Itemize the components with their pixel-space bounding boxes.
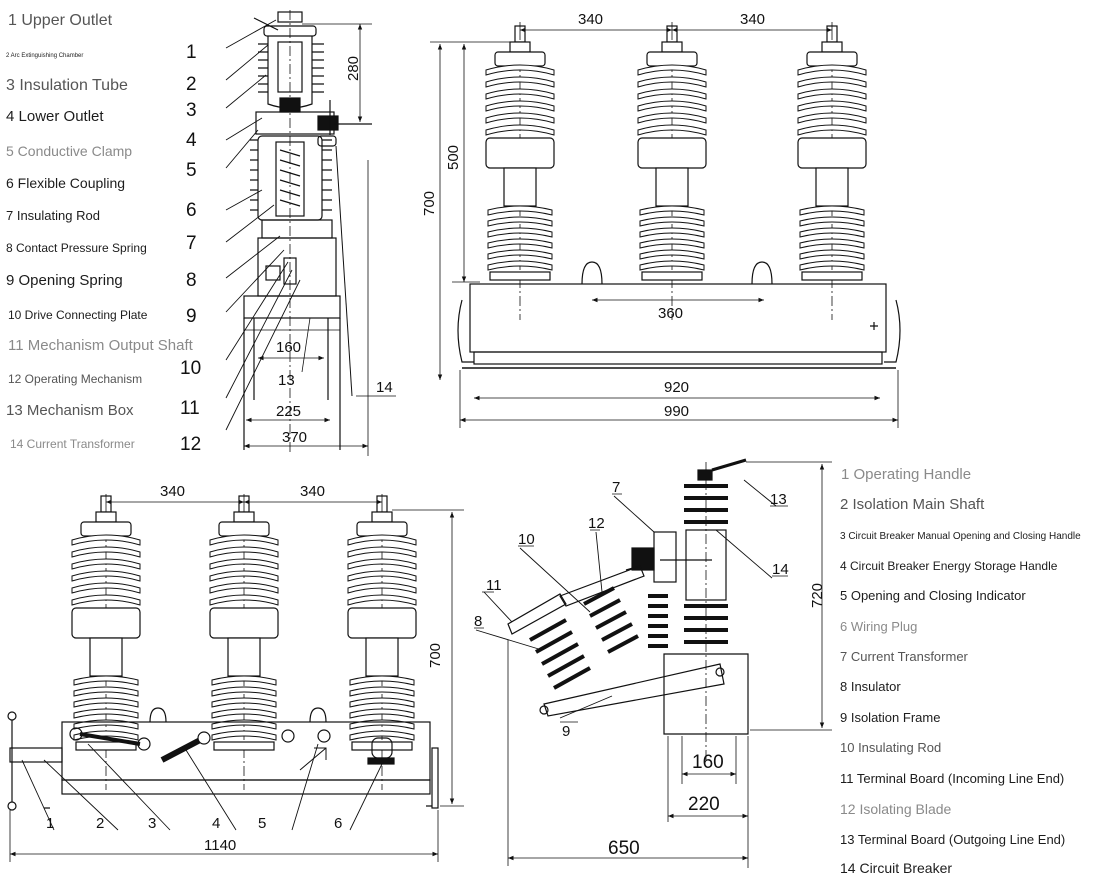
legend-item: 9 Opening Spring xyxy=(6,272,123,289)
legend-item: 1 Upper Outlet xyxy=(8,12,113,29)
callout-label: 12 xyxy=(180,434,201,455)
dim-label: 1140 xyxy=(204,837,236,854)
callout-label: 5 xyxy=(258,815,266,832)
callout-label: 13 xyxy=(278,372,295,389)
legend-item: 13 Mechanism Box xyxy=(6,402,134,419)
dim-label: 280 xyxy=(345,56,362,81)
callout-label: 9 xyxy=(186,306,197,327)
legend-item: 6 Flexible Coupling xyxy=(6,175,126,191)
callout-label: 13 xyxy=(770,491,787,508)
dim-label: 650 xyxy=(608,838,640,859)
callout-label: 4 xyxy=(186,130,197,151)
isometric-view xyxy=(474,458,832,868)
callout-label: 1 xyxy=(186,42,197,63)
legend-item: 8 Contact Pressure Spring xyxy=(6,241,147,255)
dim-label: 220 xyxy=(688,794,720,815)
callout-label: 1 xyxy=(46,815,54,832)
dim-label: 225 xyxy=(276,403,301,420)
dim-label: 160 xyxy=(276,339,301,356)
legend-item: 7 Current Transformer xyxy=(840,649,968,664)
dim-label: 370 xyxy=(282,429,307,446)
dim-label: 340 xyxy=(300,483,325,500)
bottom-front-view xyxy=(7,494,464,862)
dim-label: 360 xyxy=(658,305,683,322)
bottom-front-labels: 1 2 3 4 5 6 340 340 700 1140 xyxy=(46,483,444,854)
callout-label: 2 xyxy=(186,74,197,95)
dim-label: 500 xyxy=(445,145,462,170)
callout-label: 12 xyxy=(588,515,605,532)
callout-label: 3 xyxy=(148,815,156,832)
callout-label: 2 xyxy=(96,815,104,832)
legend-item: 11 Mechanism Output Shaft xyxy=(8,337,193,354)
dim-label: 340 xyxy=(740,11,765,28)
callout-label: 7 xyxy=(612,479,620,496)
legend-item: 10 Insulating Rod xyxy=(840,740,942,755)
callout-label: 9 xyxy=(562,723,570,740)
legend-item: 12 Isolating Blade xyxy=(840,801,952,817)
legend-item: 1 Operating Handle xyxy=(841,466,972,483)
callout-label: 14 xyxy=(772,561,789,578)
dim-label: 340 xyxy=(578,11,603,28)
legend-item: 8 Insulator xyxy=(840,679,901,694)
legend-item: 4 Lower Outlet xyxy=(6,108,104,125)
callout-label: 6 xyxy=(186,200,197,221)
callout-label: 6 xyxy=(334,815,342,832)
side-view-callouts: 1 2 3 4 5 6 7 8 9 10 11 12 13 14 280 160… xyxy=(180,42,393,455)
legend-item: 12 Operating Mechanism xyxy=(8,372,143,386)
callout-label: 10 xyxy=(518,531,535,548)
legend-item: 9 Isolation Frame xyxy=(840,710,941,725)
legend-item: 10 Drive Connecting Plate xyxy=(8,308,148,322)
callout-label: 8 xyxy=(186,270,197,291)
dim-label: 340 xyxy=(160,483,185,500)
legend-item: 6 Wiring Plug xyxy=(840,619,918,634)
legend-item: 4 Circuit Breaker Energy Storage Handle xyxy=(840,559,1058,573)
legend-item: 3 Circuit Breaker Manual Opening and Clo… xyxy=(840,531,1081,542)
legend-item: 13 Terminal Board (Outgoing Line End) xyxy=(840,832,1066,847)
legend-item: 2 Arc Extinguishing Chamber xyxy=(6,53,84,59)
isometric-labels: 7 12 10 11 8 9 13 14 720 160 220 650 xyxy=(474,479,826,859)
side-view xyxy=(225,10,396,456)
dim-label: 700 xyxy=(421,191,438,216)
legend-item: 14 Circuit Breaker xyxy=(840,860,953,876)
legend-item: 2 Isolation Main Shaft xyxy=(840,496,985,513)
callout-label: 11 xyxy=(180,398,200,419)
legend-item: 14 Current Transformer xyxy=(10,437,135,451)
callout-label: 11 xyxy=(486,577,502,594)
callout-label: 8 xyxy=(474,613,482,630)
dim-label: 160 xyxy=(692,752,724,773)
callout-label: 14 xyxy=(376,379,393,396)
dim-label: 720 xyxy=(809,583,826,608)
legend-item: 11 Terminal Board (Incoming Line End) xyxy=(840,771,1065,786)
legend-item: 7 Insulating Rod xyxy=(6,208,100,223)
callout-label: 7 xyxy=(186,233,197,254)
legend-item: 5 Opening and Closing Indicator xyxy=(840,588,1026,603)
dim-label: 990 xyxy=(664,403,689,420)
callout-label: 3 xyxy=(186,100,197,121)
dim-label: 920 xyxy=(664,379,689,396)
legend-item: 3 Insulation Tube xyxy=(6,77,128,94)
front-view-dims: 340 340 500 700 360 920 990 xyxy=(421,11,765,420)
front-view xyxy=(430,22,901,428)
callout-label: 4 xyxy=(212,815,220,832)
dim-label: 700 xyxy=(427,643,444,668)
callout-label: 10 xyxy=(180,358,201,379)
legend-item: 5 Conductive Clamp xyxy=(6,143,133,159)
callout-label: 5 xyxy=(186,160,197,181)
